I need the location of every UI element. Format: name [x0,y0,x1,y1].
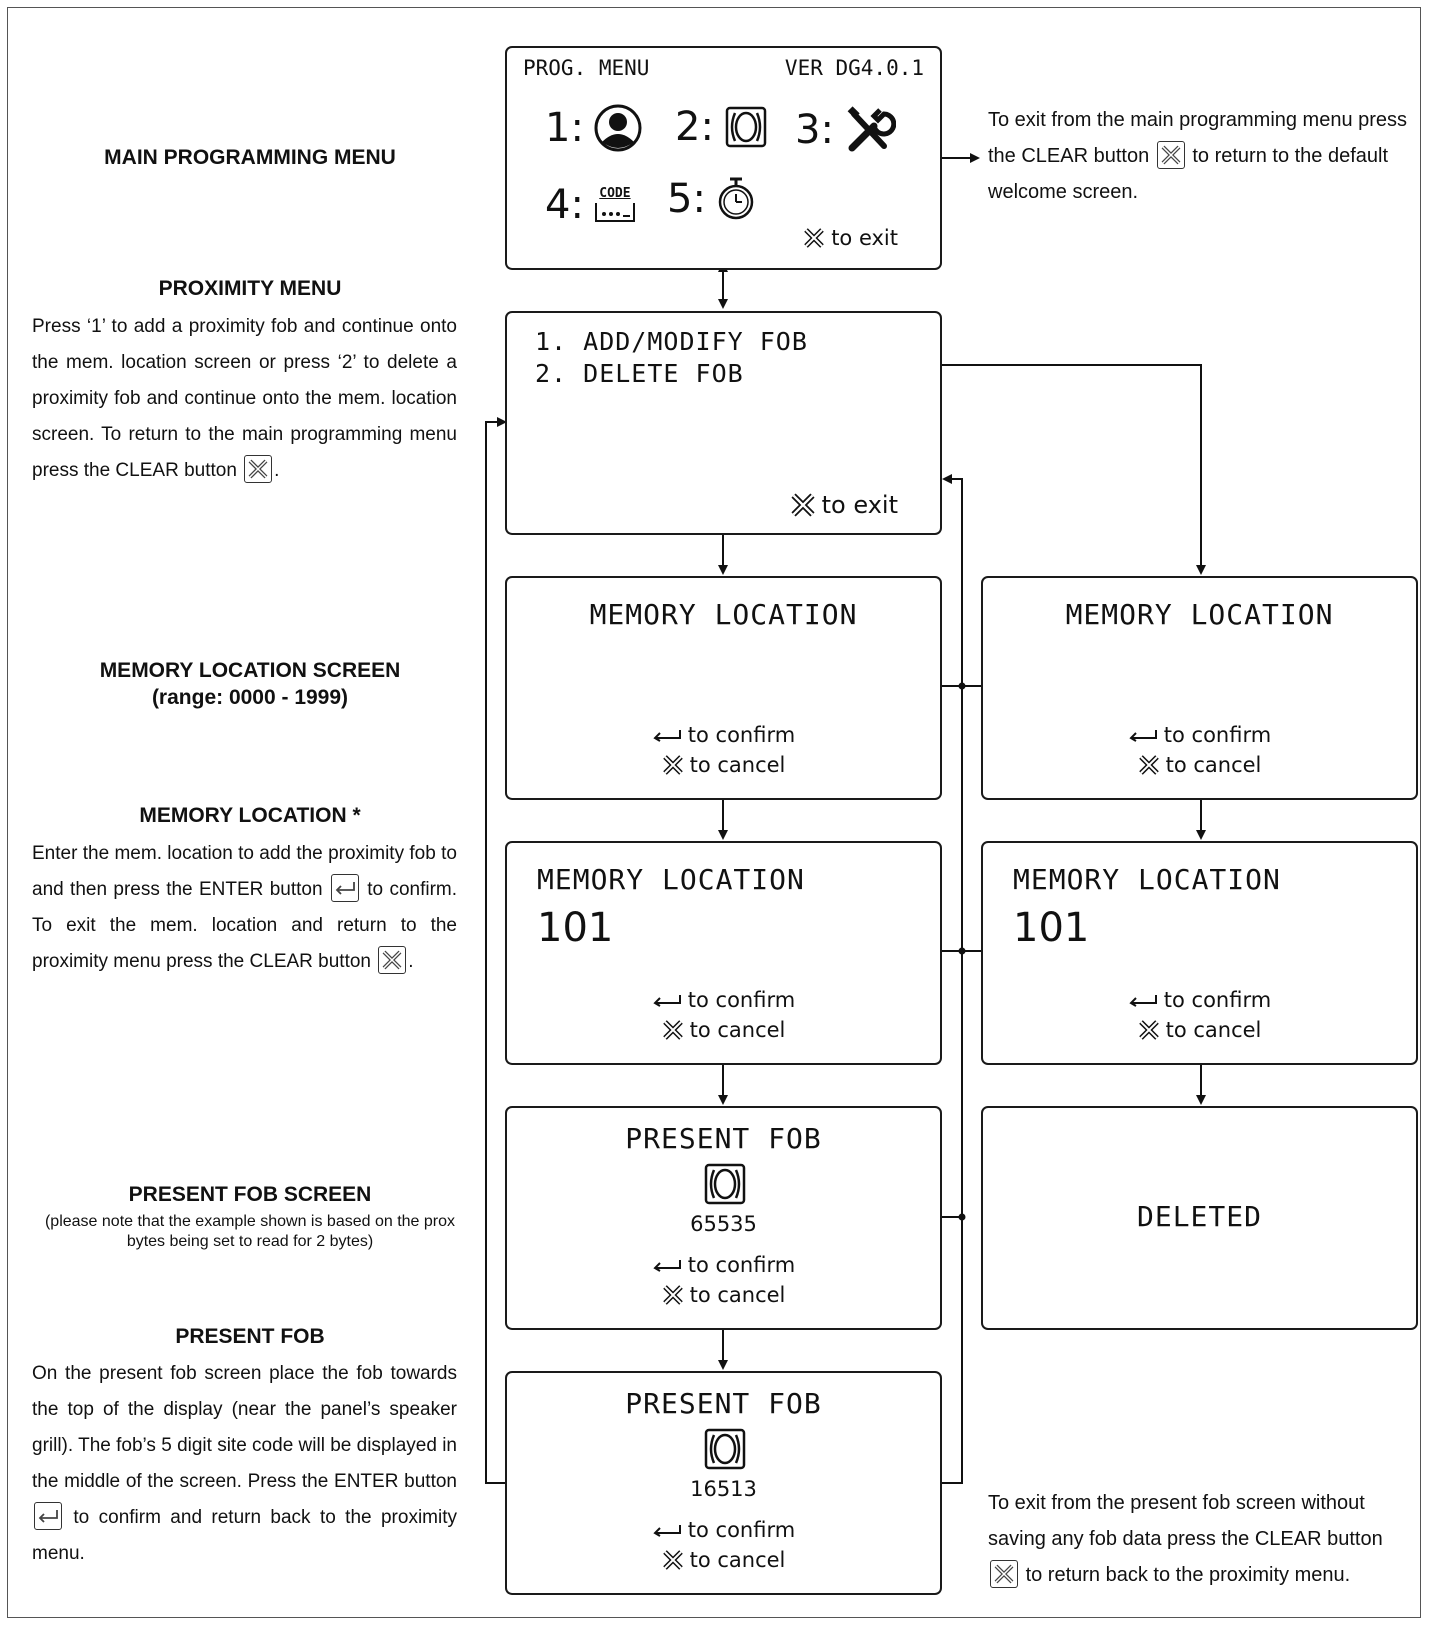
exit-main-note: To exit from the main programming menu p… [988,109,1408,203]
close-icon [662,1285,683,1305]
screen-title: MEMORY LOCATION [1065,598,1334,631]
fob-icon [725,106,767,148]
close-icon [662,755,683,775]
enter-icon [653,995,681,1007]
memory-value: 101 [1013,905,1090,951]
main-menu-title: PROG. MENU [523,56,650,80]
menu-item-5[interactable]: 5: [667,176,756,222]
code-keypad-glyph [594,203,635,222]
close-icon [1138,1020,1159,1040]
confirm-cancel-hints: to confirm to cancel [983,985,1416,1045]
prox-menu-description: Press ‘1’ to add a proximity fob and con… [32,316,457,483]
enter-icon [1129,730,1157,742]
present-fob-screen-read: PRESENT FOB 16513 to confirm to cancel [505,1371,942,1595]
version-label: VER DG4.0.1 [784,56,924,80]
prox-menu-heading: PROXIMITY MENU [158,277,342,300]
fob-icon [704,1163,746,1205]
memscreen-heading: MEMORY LOCATION SCREEN [99,659,401,682]
exit-hint: to exit [790,491,898,519]
option-add-modify-fob[interactable]: 1. ADD/MODIFY FOB [535,327,808,356]
main-menu-heading: MAIN PROGRAMMING MENU [104,146,396,169]
close-icon [662,1550,683,1570]
clear-key-icon [1156,140,1185,169]
confirm-cancel-hints: to confirm to cancel [507,1250,940,1310]
memory-location-screen-add: MEMORY LOCATION to confirm to cancel [505,576,942,800]
memory-value: 101 [537,905,614,951]
close-icon [662,1020,683,1040]
confirm-cancel-hints: to confirm to cancel [507,720,940,780]
page-frame [7,7,1421,1618]
proximity-menu-screen: 1. ADD/MODIFY FOB 2. DELETE FOB to exit [505,311,942,535]
fob-site-code: 16513 [690,1477,757,1501]
exit-present-note: To exit from the present fob screen with… [988,1492,1383,1588]
memscreen-range: (range: 0000 - 1999) [151,686,349,709]
clear-key-icon [378,945,407,974]
enter-key-icon [330,873,359,902]
enter-icon [653,1260,681,1272]
clear-key-icon [990,1559,1018,1588]
menu-item-3[interactable]: 3: [795,104,896,156]
screen-title: PRESENT FOB [625,1122,822,1155]
confirm-cancel-hints: to confirm to cancel [507,985,940,1045]
fob-icon [704,1428,746,1470]
menu-item-2[interactable]: 2: [675,104,768,150]
present-screen-heading: PRESENT FOB SCREEN [128,1183,372,1206]
close-icon [804,228,824,248]
fob-site-code: 65535 [690,1212,757,1236]
tools-icon [847,106,896,152]
clear-key-icon [244,454,273,483]
screen-title: MEMORY LOCATION [589,598,858,631]
code-icon: CODE [594,187,636,223]
main-menu-screen: PROG. MENU VER DG4.0.1 1: 2: 3: 4: CODE [505,46,942,270]
deleted-message: DELETED [1136,1200,1262,1233]
enter-key-icon [34,1501,62,1530]
close-icon [791,493,815,517]
memloc-heading: MEMORY LOCATION * [139,804,361,827]
menu-item-1[interactable]: 1: [545,104,642,152]
present-screen-note: (please note that the example shown is b… [44,1213,456,1250]
present-fob-screen-example: PRESENT FOB 65535 to confirm to cancel [505,1106,942,1330]
option-delete-fob[interactable]: 2. DELETE FOB [535,359,744,388]
timer-icon [718,177,754,220]
confirm-cancel-hints: to confirm to cancel [983,720,1416,780]
memory-location-entry-screen-add: MEMORY LOCATION 101 to confirm to cancel [505,841,942,1065]
present-heading: PRESENT FOB [175,1325,325,1348]
menu-item-4[interactable]: 4: CODE [545,182,636,228]
close-icon [1138,755,1159,775]
screen-title: MEMORY LOCATION [1013,863,1281,896]
screen-title: PRESENT FOB [625,1387,822,1420]
memloc-description: Enter the mem. location to add the proxi… [32,843,458,974]
memory-location-entry-screen-delete: MEMORY LOCATION 101 to confirm to cancel [981,841,1418,1065]
user-icon [594,104,642,152]
deleted-screen: DELETED [981,1106,1418,1330]
enter-icon [1129,995,1157,1007]
enter-icon [653,730,681,742]
confirm-cancel-hints: to confirm to cancel [507,1515,940,1575]
memory-location-screen-delete: MEMORY LOCATION to confirm to cancel [981,576,1418,800]
exit-hint: to exit [803,226,898,250]
screen-title: MEMORY LOCATION [537,863,805,896]
present-description: On the present fob screen place the fob … [32,1363,457,1564]
enter-icon [653,1525,681,1537]
